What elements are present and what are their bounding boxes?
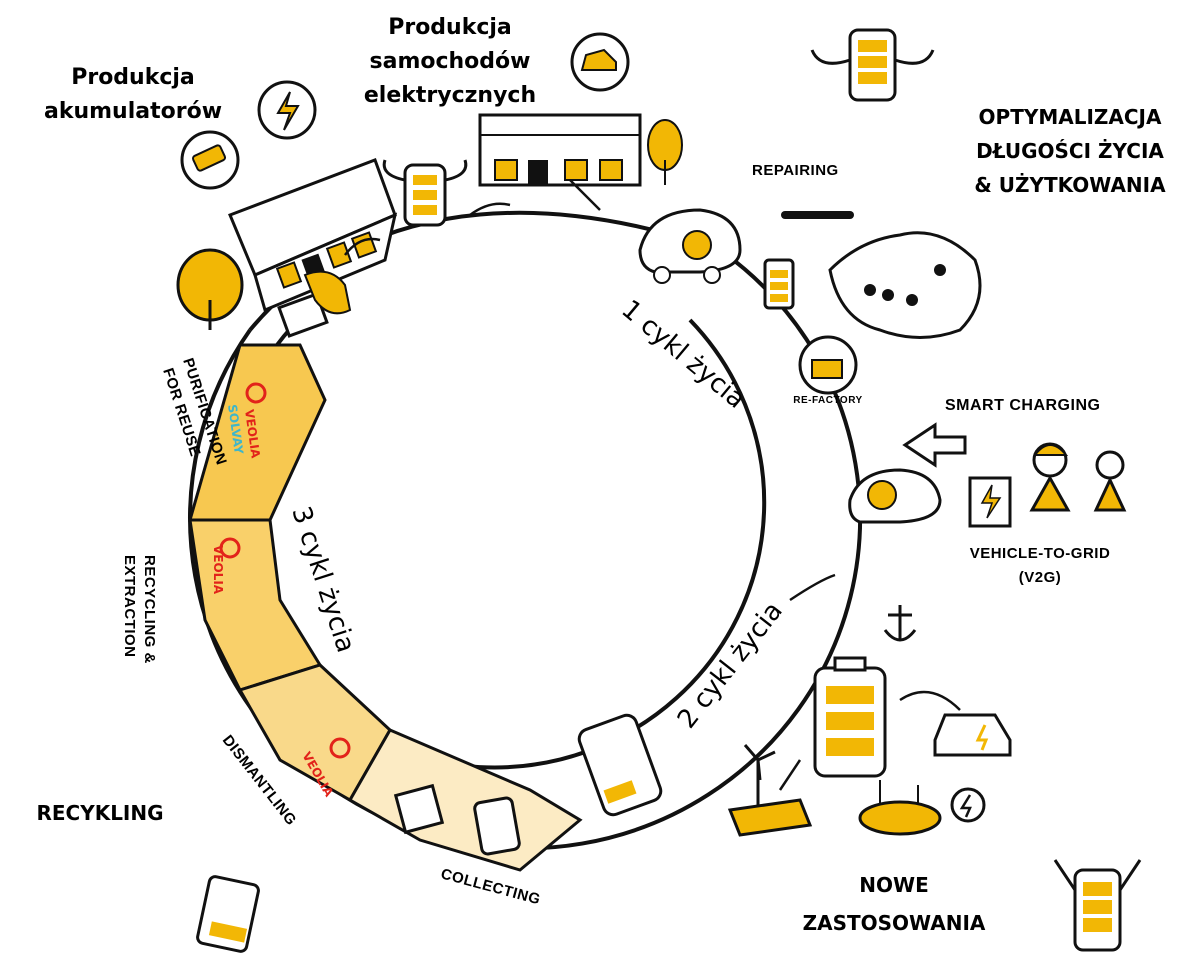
svg-text:elektrycznych: elektrycznych <box>364 83 536 108</box>
walking-battery-icon <box>382 159 468 227</box>
label-purification: PURIFICATION FOR REUSE <box>159 356 230 467</box>
large-battery-icon <box>813 656 887 778</box>
veolia-logo-purification <box>245 382 267 404</box>
veolia-logo-recycling <box>219 537 241 559</box>
label-collecting: COLLECTING <box>439 865 542 908</box>
svg-text:EXTRACTION: EXTRACTION <box>121 555 138 658</box>
collected-battery-icon <box>473 796 521 856</box>
label-repairing: REPAIRING <box>752 162 839 179</box>
svg-text:NOWE: NOWE <box>859 873 928 897</box>
flow-arrows <box>344 179 961 791</box>
tired-battery-icon <box>577 713 663 817</box>
veolia-text-recycling: VEOLIA <box>211 545 225 595</box>
svg-text:ZASTOSOWANIA: ZASTOSOWANIA <box>803 911 986 935</box>
label-refactory: RE-FACTORY <box>793 395 862 406</box>
people-icon <box>1029 442 1127 512</box>
veolia-text-purification: VEOLIA <box>242 408 263 459</box>
empty-battery-icon <box>196 875 260 953</box>
svg-text:Produkcja: Produkcja <box>71 65 195 90</box>
raw-materials-icon <box>277 270 352 338</box>
label-production-cars: Produkcja samochodów elektrycznych <box>364 15 536 108</box>
europe-map-icon <box>828 231 982 339</box>
wind-solar-icon <box>727 744 813 837</box>
segment-purification <box>188 343 327 522</box>
label-optimization: OPTYMALIZACJA DŁUGOŚCI ŻYCIA & UŻYTKOWAN… <box>974 105 1166 197</box>
island-icon <box>858 780 942 836</box>
battery-factory-illustration <box>176 158 398 330</box>
label-v2g: VEHICLE-TO-GRID (V2G) <box>970 545 1111 586</box>
segment-collecting <box>347 728 583 872</box>
lightning-bubble-icon <box>257 80 317 140</box>
label-smart-charging: SMART CHARGING <box>945 397 1100 414</box>
cycle-label-second: 2 cykl życia <box>672 596 789 734</box>
v2g-car-icon <box>848 468 942 524</box>
label-production-batteries: Produkcja akumulatorów <box>44 65 222 124</box>
cycle-label-first: 1 cykl życia <box>616 294 751 414</box>
svg-text:samochodów: samochodów <box>370 49 531 74</box>
svg-text:(V2G): (V2G) <box>1019 569 1062 586</box>
charging-station-icon <box>968 476 1012 528</box>
refactory-icon <box>798 335 858 395</box>
svg-text:& UŻYTKOWANIA: & UŻYTKOWANIA <box>974 173 1166 197</box>
recycling-segments <box>188 343 583 872</box>
car-factory-illustration <box>478 113 683 187</box>
package-icon <box>393 783 445 835</box>
label-new-uses: NOWE ZASTOSOWANIA <box>803 873 986 935</box>
svg-text:RECYCLING &: RECYCLING & <box>141 555 158 664</box>
veolia-logo-dismantling <box>329 737 351 759</box>
svg-text:Produkcja: Produkcja <box>388 15 512 40</box>
label-recycling: RECYKLING <box>36 801 163 825</box>
anchor-icon <box>883 605 917 642</box>
battery-bubble-icon <box>180 130 240 190</box>
repair-car-icon <box>638 208 742 284</box>
van-icon <box>933 713 1012 757</box>
svg-text:akumulatorów: akumulatorów <box>44 99 222 124</box>
strong-battery-icon <box>810 28 935 102</box>
double-arrow-icon <box>902 422 967 468</box>
solvay-text: SOLVAY <box>225 403 246 455</box>
svg-text:DŁUGOŚCI ŻYCIA: DŁUGOŚCI ŻYCIA <box>976 139 1164 163</box>
small-battery-icon <box>763 258 795 310</box>
svg-text:VEHICLE-TO-GRID: VEHICLE-TO-GRID <box>970 545 1111 562</box>
lightning-circle-icon <box>950 787 986 823</box>
happy-battery-icon <box>1053 859 1142 952</box>
label-recycling-extraction: RECYCLING & EXTRACTION <box>121 555 158 664</box>
car-bubble-icon <box>570 32 630 92</box>
svg-text:OPTYMALIZACJA: OPTYMALIZACJA <box>979 105 1162 129</box>
